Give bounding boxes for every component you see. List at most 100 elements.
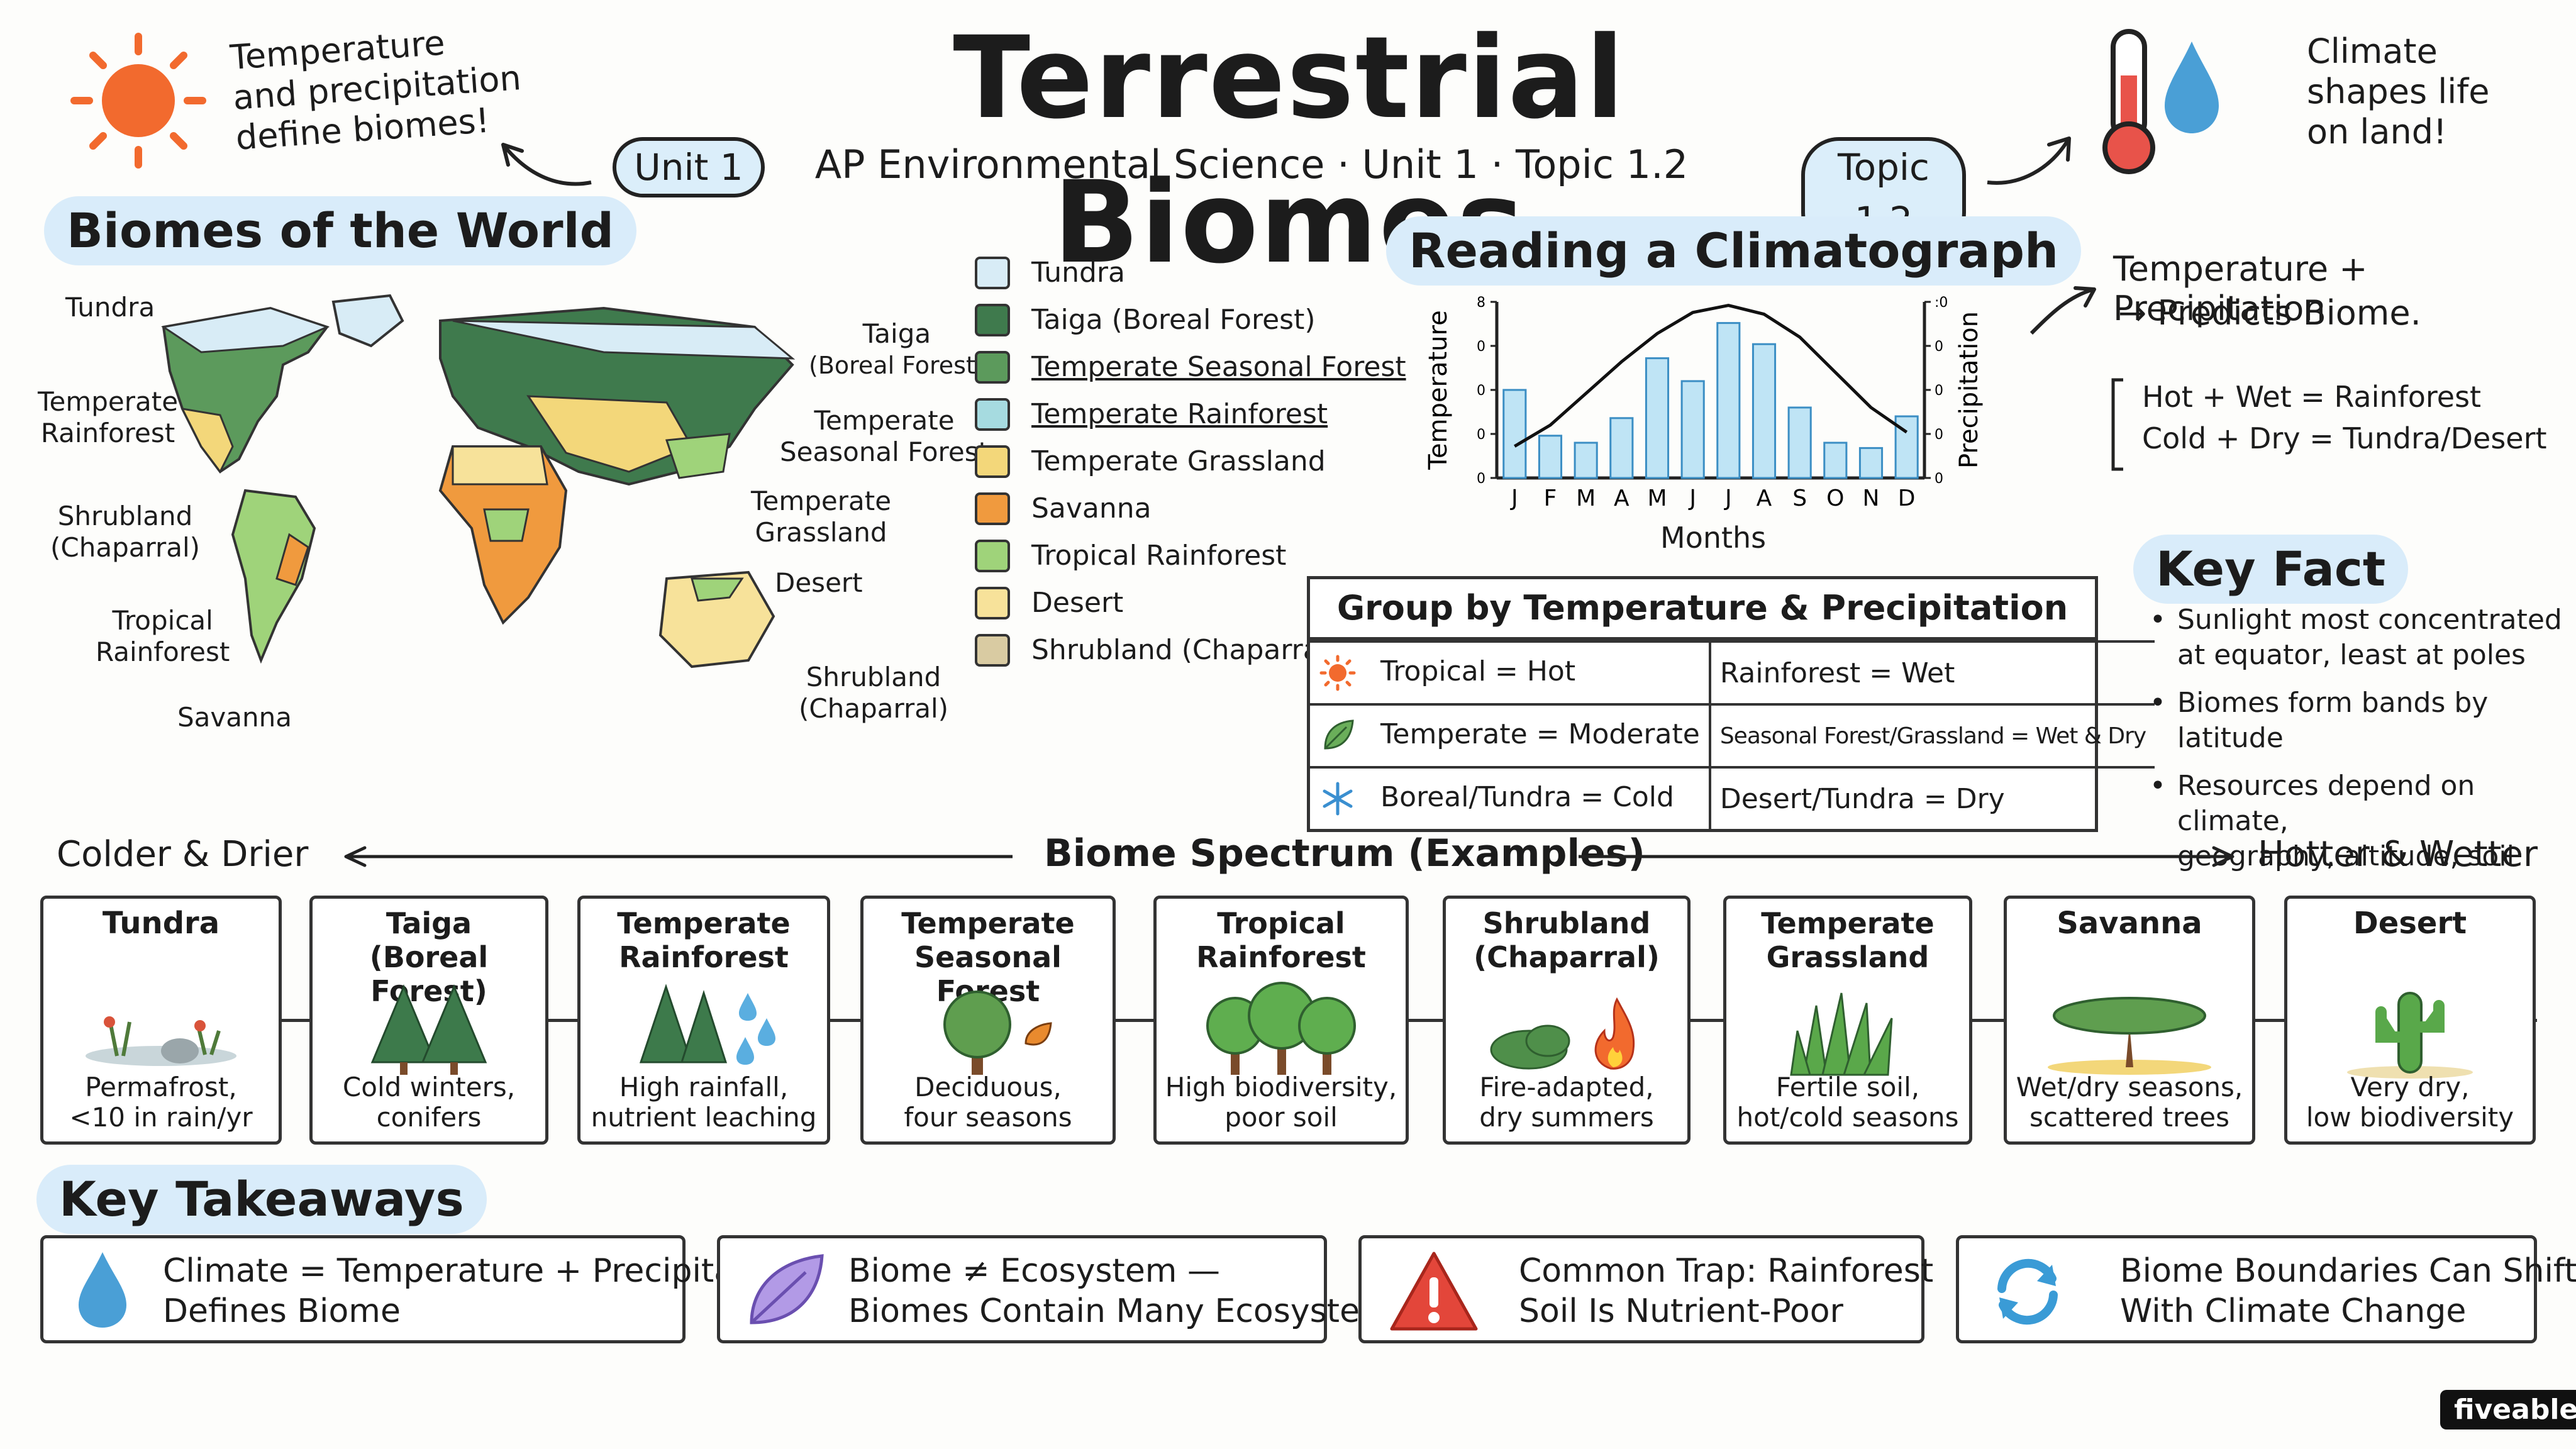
- legend-swatch: [975, 540, 1010, 572]
- spectrum-right-label: Hotter & Wetter: [2258, 834, 2538, 875]
- takeaway-line: Climate = Temperature + Precipitation: [163, 1252, 797, 1290]
- table-cell-text: Tropical = Hot: [1380, 655, 1576, 687]
- card-desc: High biodiversity,: [1165, 1072, 1397, 1102]
- tropical-trees-icon: [1157, 980, 1406, 1081]
- key-fact-line: Sunlight most concentrated: [2177, 604, 2562, 636]
- month-tick-label: A: [1614, 486, 1629, 511]
- spectrum-arrow-right: [1579, 846, 2235, 867]
- tick-label: 0: [1935, 427, 1943, 443]
- precip-bar: [1858, 447, 1884, 479]
- card-desc: Cold winters,: [342, 1072, 516, 1102]
- right-note-line: Climate: [2307, 31, 2438, 71]
- month-tick-label: J: [1724, 486, 1732, 511]
- card-title: Savanna: [2057, 906, 2202, 941]
- card-desc: Very dry,: [2350, 1072, 2470, 1102]
- map-label-line: Temperate: [751, 486, 892, 516]
- map-label-temperate-rainforest: Temperate Rainforest: [38, 386, 178, 449]
- legend-swatch: [975, 398, 1010, 431]
- subtitle: AP Environmental Science · Unit 1 · Topi…: [814, 142, 1689, 187]
- card-title: Tundra: [102, 906, 220, 941]
- month-tick-label: M: [1647, 486, 1667, 511]
- month-tick-label: N: [1863, 486, 1880, 511]
- table-cell: Rainforest = Wet: [1708, 640, 2155, 706]
- bracket: [2111, 378, 2123, 471]
- map-label-line: Rainforest: [96, 636, 230, 667]
- card-desc: nutrient leaching: [591, 1102, 817, 1133]
- biome-card-taiga: Taiga(Boreal Forest) Cold winters,conife…: [309, 896, 548, 1145]
- tick-label: 0: [1935, 383, 1943, 399]
- curved-arrow-left: [501, 143, 592, 186]
- table-cell-text: Temperate = Moderate: [1380, 718, 1700, 750]
- map-label-line: Tropical: [112, 605, 213, 636]
- tick-label: 0: [1477, 427, 1485, 443]
- precip-bar: [1609, 417, 1634, 479]
- legend-swatch: [975, 257, 1010, 289]
- shrub-fire-icon: [1446, 980, 1687, 1081]
- card-desc: Wet/dry seasons,: [2016, 1072, 2243, 1102]
- thermometer-icon: [2094, 25, 2163, 176]
- card-title: Rainforest: [619, 940, 789, 974]
- temperature-line: [1514, 304, 1908, 448]
- predict-line-1: Temperature + Precipitation: [2113, 249, 2368, 328]
- month-tick-label: S: [1792, 486, 1807, 511]
- world-map: [161, 294, 796, 669]
- map-label-temperate-seasonal: Temperate Seasonal Forest: [780, 405, 989, 468]
- curved-arrow-predict: [2029, 286, 2096, 335]
- y-axis-label-right: Precipitation: [1955, 311, 1984, 469]
- takeaway-line: Defines Biome: [163, 1292, 401, 1330]
- card-desc: Fertile soil,: [1775, 1072, 1920, 1102]
- map-label-savanna: Savanna: [177, 702, 292, 733]
- brand-logo: fiveable: [2440, 1390, 2576, 1430]
- month-tick-label: J: [1510, 486, 1518, 511]
- legend-label: Temperate Seasonal Forest: [1031, 351, 1406, 383]
- key-fact-line: Biomes form bands by latitude: [2177, 687, 2489, 754]
- month-tick-label: F: [1544, 486, 1557, 511]
- card-title: Desert: [2353, 906, 2467, 941]
- month-tick-label: M: [1576, 486, 1596, 511]
- precip-bar: [1716, 322, 1741, 479]
- right-note-line: on land!: [2307, 112, 2447, 152]
- table-cell: Desert/Tundra = Dry: [1708, 766, 2155, 829]
- precip-bar: [1752, 343, 1777, 479]
- climatograph-heading: Reading a Climatograph: [1386, 216, 2082, 286]
- table-row: Temperate = Moderate Seasonal Forest/Gra…: [1310, 703, 2155, 769]
- tick-label: :0: [1935, 295, 1948, 311]
- right-note: Climate shapes life on land!: [2307, 31, 2490, 152]
- tick-label: 0: [1935, 471, 1943, 487]
- predict-line-2: → Predicts Biome.: [2118, 293, 2421, 333]
- legend-label: Savanna: [1031, 492, 1152, 525]
- map-label-line: (Chaparral): [50, 532, 201, 563]
- list-item: • Sunlight most concentrated at equator,…: [2150, 602, 2576, 673]
- card-title: Rainforest: [1196, 940, 1366, 974]
- snowflake-icon: [1319, 780, 1357, 818]
- table-row: Tropical = Hot Rainforest = Wet: [1310, 640, 2155, 706]
- biome-card-tundra: Tundra Permafrost,<10 in rain/yr: [40, 896, 282, 1145]
- month-tick-label: A: [1757, 486, 1772, 511]
- y-axis-label-left: Temperature: [1428, 310, 1453, 470]
- card-title: Taiga: [386, 906, 472, 940]
- card-title: (Chaparral): [1474, 940, 1660, 974]
- legend-label: Taiga (Boreal Forest): [1031, 304, 1316, 336]
- map-label-tundra: Tundra: [65, 292, 155, 323]
- card-desc: <10 in rain/yr: [69, 1102, 253, 1133]
- map-label-shrubland-left: Shrubland (Chaparral): [50, 501, 200, 564]
- card-desc: High rainfall,: [619, 1072, 789, 1102]
- spectrum-left-label: Colder & Drier: [57, 834, 309, 875]
- south-america: [231, 489, 316, 664]
- card-desc: hot/cold seasons: [1736, 1102, 1959, 1133]
- legend-swatch: [975, 445, 1010, 478]
- card-title: Tropical: [1217, 906, 1345, 940]
- card-desc: Fire-adapted,: [1479, 1072, 1654, 1102]
- group-table-title: Group by Temperature & Precipitation: [1310, 579, 2095, 640]
- sun-icon: [1319, 654, 1357, 692]
- table-cell-text: Boreal/Tundra = Cold: [1380, 781, 1674, 813]
- legend-swatch: [975, 304, 1010, 336]
- map-label-temperate-grassland: Temperate Grassland: [751, 486, 891, 548]
- water-drop-icon: [2157, 38, 2226, 138]
- takeaway-line: Soil Is Nutrient-Poor: [1519, 1292, 1843, 1330]
- map-label-taiga: Taiga (Boreal Forest): [809, 318, 985, 381]
